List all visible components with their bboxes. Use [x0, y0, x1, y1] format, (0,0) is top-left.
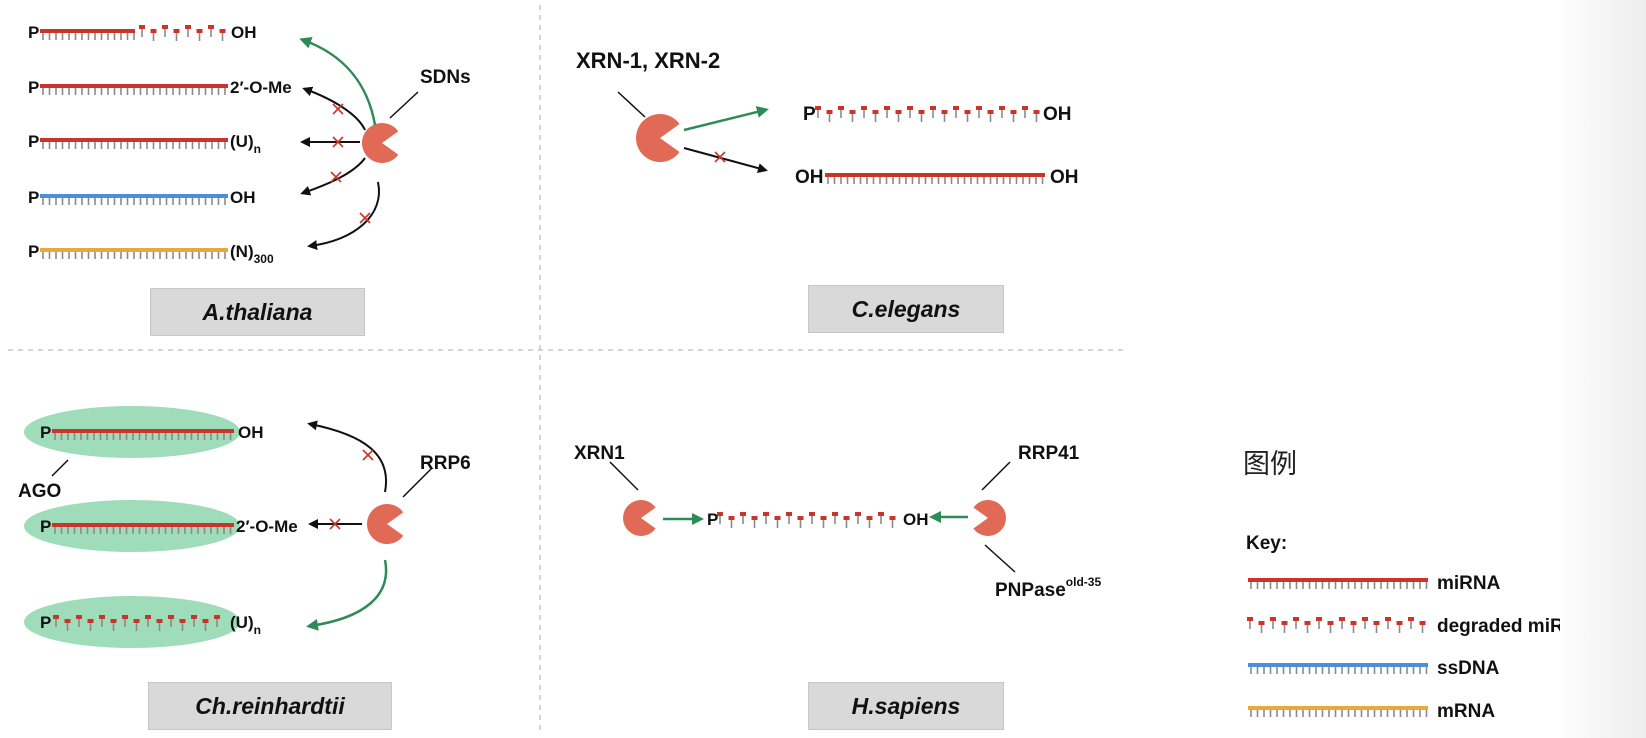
rna-strands	[40, 25, 1428, 717]
block-mark	[362, 449, 374, 461]
p-label: P	[28, 132, 40, 151]
green-arrow	[306, 559, 388, 631]
p-label: P	[707, 510, 719, 529]
rrp41-pointer	[981, 461, 1011, 491]
oh-terminus: OH	[795, 167, 824, 188]
oh-terminus: OH	[231, 23, 257, 42]
p-label: P	[28, 78, 40, 97]
legend-swatch-mirna	[1248, 578, 1428, 589]
enzyme-label-sdns: SDNs	[420, 67, 471, 88]
block-mark	[332, 136, 344, 148]
legend-label-ssdna: ssDNA	[1437, 658, 1500, 679]
enzyme-rrp41-icon	[973, 500, 1006, 536]
uridyl-terminus: (U)n	[230, 132, 261, 156]
degraded-mirna-strand	[53, 615, 220, 631]
p-label: P	[28, 242, 40, 261]
blocked-arrow	[302, 86, 366, 131]
legend-label-mrna: mRNA	[1437, 701, 1496, 722]
p-label: P	[803, 104, 816, 125]
legend-swatch-mrna	[1248, 706, 1428, 717]
p-label: P	[28, 23, 40, 42]
xrn1-pointer	[609, 461, 639, 491]
sapiens-arrows	[609, 461, 1016, 573]
blocked-arrow	[683, 147, 768, 173]
rrp6-pointer	[402, 467, 433, 498]
legend-label-degraded-mirna: degraded miRNA	[1437, 616, 1592, 637]
legend-swatch-ssdna	[1248, 663, 1428, 674]
enzyme-sdns-icon	[361, 123, 399, 163]
p-label: P	[40, 613, 52, 632]
oh-terminus: OH	[238, 423, 264, 442]
ago-label: AGO	[18, 481, 62, 502]
blocked-arrow	[307, 181, 381, 251]
enzymes	[361, 114, 1006, 544]
panel-dividers	[8, 5, 1125, 730]
mirna-strand	[40, 138, 228, 149]
oh-terminus: OH	[903, 510, 929, 529]
xrn-pointer	[617, 91, 646, 118]
block-marks	[329, 103, 726, 530]
mirna-strand	[825, 173, 1045, 184]
block-mark	[330, 171, 342, 183]
methyl-terminus: 2′-O-Me	[236, 517, 298, 536]
sdns-pointer	[389, 91, 419, 119]
p-label: P	[40, 423, 52, 442]
ago-pointer	[51, 459, 69, 477]
elegans-arrows	[617, 91, 769, 173]
legend-swatch-degraded-mirna	[1247, 617, 1426, 633]
ago-ellipse	[24, 596, 240, 648]
blocked-arrow	[300, 157, 366, 196]
right-edge-panel	[1560, 0, 1646, 738]
methyl-terminus: 2′-O-Me	[230, 78, 292, 97]
species-label-reinhardtii: Ch.reinhardtii	[148, 682, 392, 730]
green-arrow	[299, 37, 377, 126]
degraded-mirna-strand	[815, 106, 1040, 122]
oh-terminus: OH	[1050, 167, 1079, 188]
mirna-strand	[40, 84, 228, 95]
enzyme-xrn-icon	[636, 114, 680, 162]
blocked-arrow	[307, 420, 388, 493]
mrna-strand	[40, 248, 228, 259]
green-arrow	[683, 106, 769, 132]
enzyme-label-rrp41: RRP41	[1018, 443, 1080, 464]
ssdna-strand	[40, 194, 228, 205]
mirna-strand	[40, 29, 135, 40]
species-label-thaliana: A.thaliana	[150, 288, 365, 336]
thaliana-arrows	[299, 37, 419, 251]
degraded-mirna-strand	[139, 25, 226, 41]
enzyme-label-rrp6: RRP6	[420, 453, 471, 474]
reinhardtii-arrows	[51, 420, 433, 631]
mirna-strand	[52, 523, 234, 534]
legend-title: 图例	[1243, 449, 1297, 480]
p-label: P	[40, 517, 52, 536]
enzyme-xrn1-icon	[622, 500, 656, 536]
enzyme-label-xrn1: XRN1	[574, 443, 625, 464]
pnpase-pointer	[984, 544, 1016, 573]
mirna-strand	[52, 429, 234, 440]
legend-key-heading: Key:	[1246, 533, 1288, 554]
oh-terminus: OH	[1043, 104, 1072, 125]
enzyme-label-pnpase: PNPaseold-35	[995, 575, 1102, 601]
uridyl-terminus: (U)n	[230, 613, 261, 637]
poly-n-terminus: (N)300	[230, 242, 274, 266]
species-label-sapiens: H.sapiens	[808, 682, 1004, 730]
p-label: P	[28, 188, 40, 207]
block-mark	[329, 518, 341, 530]
block-mark	[359, 212, 371, 224]
oh-terminus: OH	[230, 188, 256, 207]
block-mark	[714, 151, 726, 163]
species-label-elegans: C.elegans	[808, 285, 1004, 333]
block-mark	[332, 103, 344, 115]
enzyme-rrp6-icon	[367, 504, 404, 544]
degraded-mirna-strand	[717, 512, 896, 528]
enzyme-label-xrn: XRN-1, XRN-2	[576, 48, 721, 73]
legend-label-mirna: miRNA	[1437, 573, 1501, 594]
